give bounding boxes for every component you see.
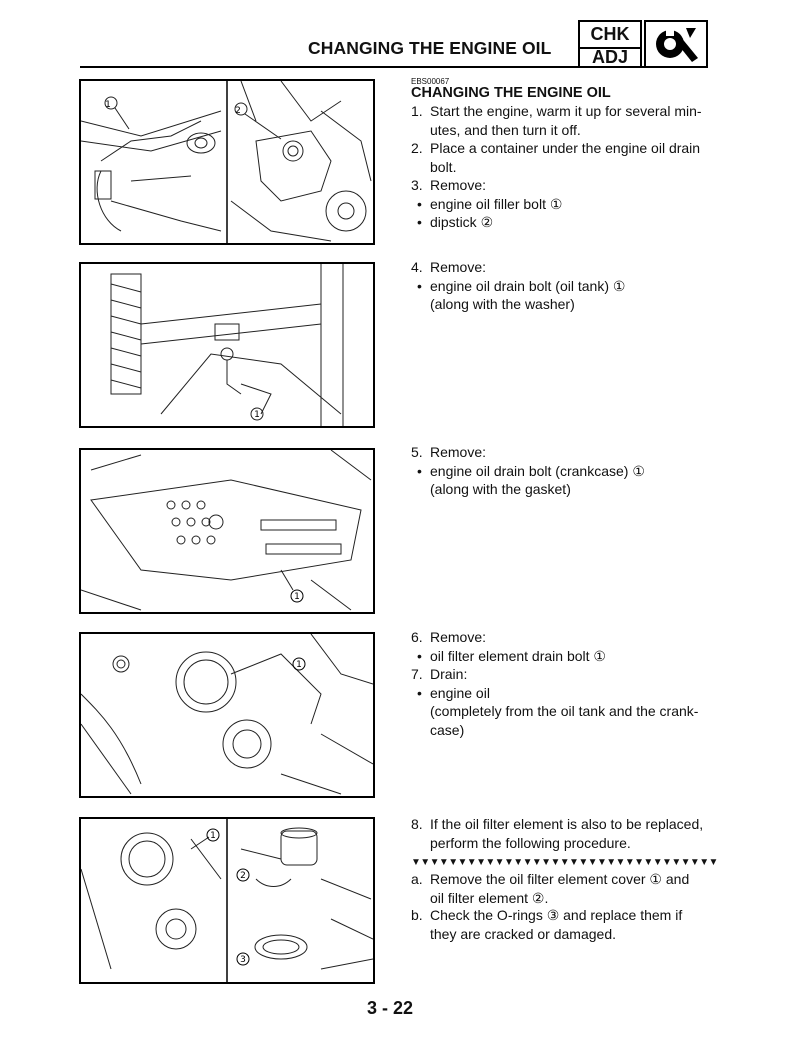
- step-8: 8. If the oil filter element is also to …: [411, 815, 711, 852]
- step-text: Place a container under the engine oil d…: [430, 140, 701, 156]
- fig4-callout-1: 1: [296, 660, 302, 670]
- step-text: Start the engine, warm it up for several…: [430, 103, 702, 119]
- step-text: Check the O-rings ③ and replace them if: [430, 907, 683, 923]
- step-1: 1. Start the engine, warm it up for seve…: [411, 102, 711, 139]
- fig1-callout-2: 2: [235, 106, 241, 116]
- step-text: they are cracked or damaged.: [430, 925, 616, 942]
- step-6: 6. Remove: • oil filter element drain bol…: [411, 628, 711, 665]
- step-text: Drain:: [430, 666, 468, 682]
- step-text: Remove:: [430, 629, 487, 645]
- step-text: Remove:: [430, 259, 487, 275]
- bullet-text: oil filter element drain bolt ①: [430, 647, 606, 664]
- fig5-callout-1: 1: [210, 831, 216, 841]
- chk-adj-badge: CHK ADJ: [578, 20, 642, 67]
- step-text: Remove:: [430, 444, 487, 460]
- step-number: 4.: [411, 259, 423, 275]
- badge-chk: CHK: [580, 22, 640, 49]
- step-2: 2. Place a container under the engine oi…: [411, 139, 711, 176]
- fig1-callout-1: 1: [105, 100, 111, 110]
- procedure-start-marker: ▼▼▼▼▼▼▼▼▼▼▼▼▼▼▼▼▼▼▼▼▼▼▼▼▼▼▼▼▼▼▼▼▼: [411, 857, 718, 868]
- header-rule: [80, 66, 708, 68]
- step-number: 5.: [411, 444, 423, 460]
- step-text: perform the following procedure.: [430, 834, 631, 851]
- engine-illustration: 1: [81, 450, 372, 611]
- fig2-callout-1: 1: [254, 410, 260, 420]
- bullet-text: engine oil filler bolt ①: [430, 195, 563, 212]
- step-number: 2.: [411, 140, 423, 156]
- bullet-icon: •: [417, 195, 422, 212]
- bullet-text-cont: (completely from the oil tank and the cr…: [430, 703, 699, 719]
- figure-oil-filler-dipstick: 1 2: [79, 79, 375, 245]
- section-code: EBS00067: [411, 77, 450, 86]
- step-number: a.: [411, 871, 423, 887]
- step-number: 8.: [411, 816, 423, 832]
- wrench-icon: [656, 26, 698, 62]
- step-number: 1.: [411, 103, 423, 119]
- step-number: 6.: [411, 629, 423, 645]
- step-number: b.: [411, 907, 423, 923]
- substep-a: a. Remove the oil filter element cover ①…: [411, 870, 711, 907]
- step-4: 4. Remove: • engine oil drain bolt (oil t…: [411, 258, 711, 314]
- engine-illustration: 1 2: [81, 81, 372, 243]
- bullet-icon: •: [417, 214, 422, 230]
- bullet-text-cont: (along with the gasket): [430, 481, 571, 497]
- step-number: 3.: [411, 177, 423, 193]
- figure-oil-tank-drain-bolt: 1: [79, 262, 375, 428]
- step-text: Remove:: [430, 177, 487, 193]
- section-title: CHANGING THE ENGINE OIL: [411, 85, 611, 101]
- bullet-icon: •: [417, 684, 422, 701]
- fig3-callout-1: 1: [294, 592, 300, 602]
- figure-crankcase-drain-bolt: 1: [79, 448, 375, 614]
- figure-oil-filter-drain-bolt: 1: [79, 632, 375, 798]
- bullet-text: engine oil drain bolt (oil tank) ①: [430, 277, 626, 294]
- step-text: utes, and then turn it off.: [430, 121, 581, 138]
- engine-illustration: 1 2 3: [81, 819, 373, 982]
- badge-adj: ADJ: [591, 47, 628, 67]
- step-text: Remove the oil filter element cover ① an…: [430, 871, 690, 887]
- bullet-text: dipstick ②: [430, 214, 494, 230]
- step-7: 7. Drain: • engine oil (completely from t…: [411, 665, 711, 739]
- substep-b: b. Check the O-rings ③ and replace them …: [411, 906, 711, 943]
- bullet-text: engine oil: [430, 684, 490, 701]
- bullet-icon: •: [417, 647, 422, 664]
- page-title: CHANGING THE ENGINE OIL: [308, 38, 552, 58]
- bullet-icon: •: [417, 277, 422, 294]
- step-5: 5. Remove: • engine oil drain bolt (crank…: [411, 443, 711, 499]
- engine-illustration: 1: [110, 264, 344, 426]
- fig5-callout-3: 3: [240, 955, 246, 965]
- engine-illustration: 1: [81, 634, 373, 795]
- bullet-text: engine oil drain bolt (crankcase) ①: [430, 462, 645, 479]
- step-3: 3. Remove: • engine oil filler bolt ① • di…: [411, 176, 711, 232]
- step-text: If the oil filter element is also to be …: [430, 816, 704, 832]
- tool-badge: [644, 20, 708, 66]
- bullet-icon: •: [417, 462, 422, 479]
- fig5-callout-2: 2: [240, 871, 246, 881]
- bullet-text-cont: (along with the washer): [430, 296, 575, 312]
- bullet-text-cont: case): [430, 721, 465, 738]
- page-number: 3 - 22: [367, 998, 414, 1018]
- step-number: 7.: [411, 666, 423, 682]
- step-text: oil filter element ②.: [430, 889, 549, 906]
- figure-oil-filter-element: 1 2 3: [79, 817, 375, 984]
- step-text: bolt.: [430, 158, 457, 175]
